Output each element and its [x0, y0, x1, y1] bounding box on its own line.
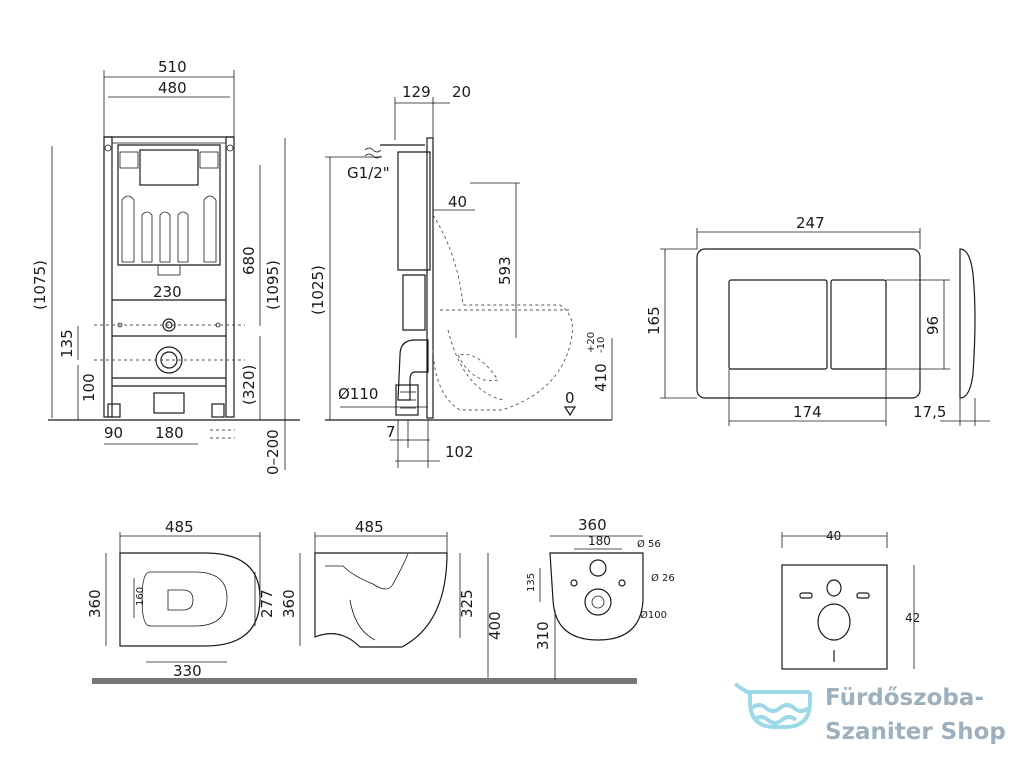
watermark-line2: Szaniter Shop [825, 719, 1006, 745]
dim-593: 593 [496, 256, 514, 285]
flush-plate-view: 247 165 96 174 17,5 [645, 214, 990, 426]
sound-pad-view: 40 42 [781, 529, 920, 670]
dim-165: 165 [645, 306, 663, 335]
bowl-back-view: 360 180 Ø 56 Ø 26 Ø100 135 310 [526, 516, 675, 680]
dim-102: 102 [445, 443, 474, 461]
dim-back-d100: Ø100 [640, 609, 667, 621]
dim-7: 7 [386, 423, 396, 441]
dim-180: 180 [155, 424, 184, 442]
dim-tol-minus: -10 [596, 337, 607, 353]
dim-tol-plus: +20 [586, 332, 597, 353]
dim-side-360: 360 [280, 589, 298, 618]
dim-320: (320) [240, 365, 258, 405]
dim-g12: G1/2" [347, 164, 390, 182]
dim-17-5: 17,5 [913, 403, 946, 421]
dim-20: 20 [452, 83, 471, 101]
dim-96: 96 [924, 316, 942, 335]
dim-480: 480 [158, 79, 187, 97]
dim-1025: (1025) [309, 265, 327, 315]
bowl-side-view: 485 360 325 400 [92, 518, 637, 684]
dim-zero: 0 [565, 389, 575, 407]
dim-247: 247 [796, 214, 825, 232]
dim-back-d26: Ø 26 [651, 572, 675, 584]
dim-back-d56: Ø 56 [637, 538, 661, 550]
dim-40: 40 [448, 193, 467, 211]
dim-135: 135 [58, 329, 76, 358]
dim-410: 410 [592, 363, 610, 392]
shop-watermark: Fürdőszoba- Szaniter Shop [733, 682, 1006, 745]
dim-1095: (1095) [264, 260, 282, 310]
dim-side-325: 325 [458, 589, 476, 618]
dim-1075: (1075) [31, 260, 49, 310]
dim-bowl-277: 277 [258, 589, 276, 618]
bathtub-logo-icon [733, 682, 812, 729]
bowl-top-view: 485 360 277 160 330 [86, 518, 276, 680]
dim-129: 129 [402, 83, 431, 101]
frame-front-view: 510 480 (1075) 680 (1095) 230 135 100 (3… [31, 58, 300, 475]
dim-680: 680 [240, 246, 258, 275]
dim-100: 100 [80, 373, 98, 402]
dim-174: 174 [793, 403, 822, 421]
dim-side-485: 485 [355, 518, 384, 536]
dim-pad-40: 40 [826, 529, 841, 543]
dim-side-400: 400 [486, 611, 504, 640]
dim-back-180: 180 [588, 534, 611, 548]
dim-90: 90 [104, 424, 123, 442]
dim-bowl-360: 360 [86, 589, 104, 618]
dim-0-200: 0–200 [264, 429, 282, 475]
dim-230: 230 [153, 283, 182, 301]
dim-pad-42: 42 [905, 611, 920, 625]
watermark-line1: Fürdőszoba- [825, 685, 984, 711]
dim-back-310: 310 [534, 621, 552, 650]
dim-bowl-160: 160 [135, 587, 146, 606]
dim-d110: Ø110 [338, 385, 378, 403]
dim-back-135: 135 [526, 573, 537, 592]
dim-510: 510 [158, 58, 187, 76]
frame-side-view: 129 20 G1/2" (1025) 40 593 Ø110 0 410 +2… [309, 83, 613, 468]
dim-bowl-485: 485 [165, 518, 194, 536]
dim-bowl-330: 330 [173, 662, 202, 680]
dim-back-360: 360 [578, 516, 607, 534]
